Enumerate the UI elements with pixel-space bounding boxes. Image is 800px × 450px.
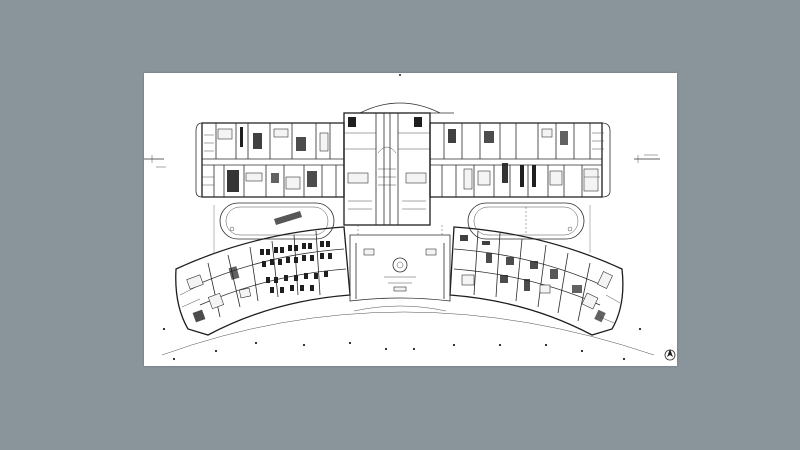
north-arrow-icon — [664, 349, 676, 361]
south-east-curved-wing — [449, 226, 624, 336]
sw-seating-cluster — [260, 241, 332, 293]
north-west-wing — [195, 122, 345, 198]
north-east-wing — [429, 122, 611, 198]
west-section-marker — [144, 155, 166, 168]
south-west-curved-wing — [175, 226, 351, 336]
central-spine — [343, 102, 454, 226]
site-context — [161, 74, 655, 361]
east-section-marker — [634, 154, 660, 163]
central-atrium — [349, 234, 451, 312]
east-courtyard — [467, 202, 585, 240]
drawing-sheet[interactable] — [144, 73, 677, 366]
west-courtyard — [219, 202, 335, 240]
floor-plan-drawing — [144, 74, 676, 361]
